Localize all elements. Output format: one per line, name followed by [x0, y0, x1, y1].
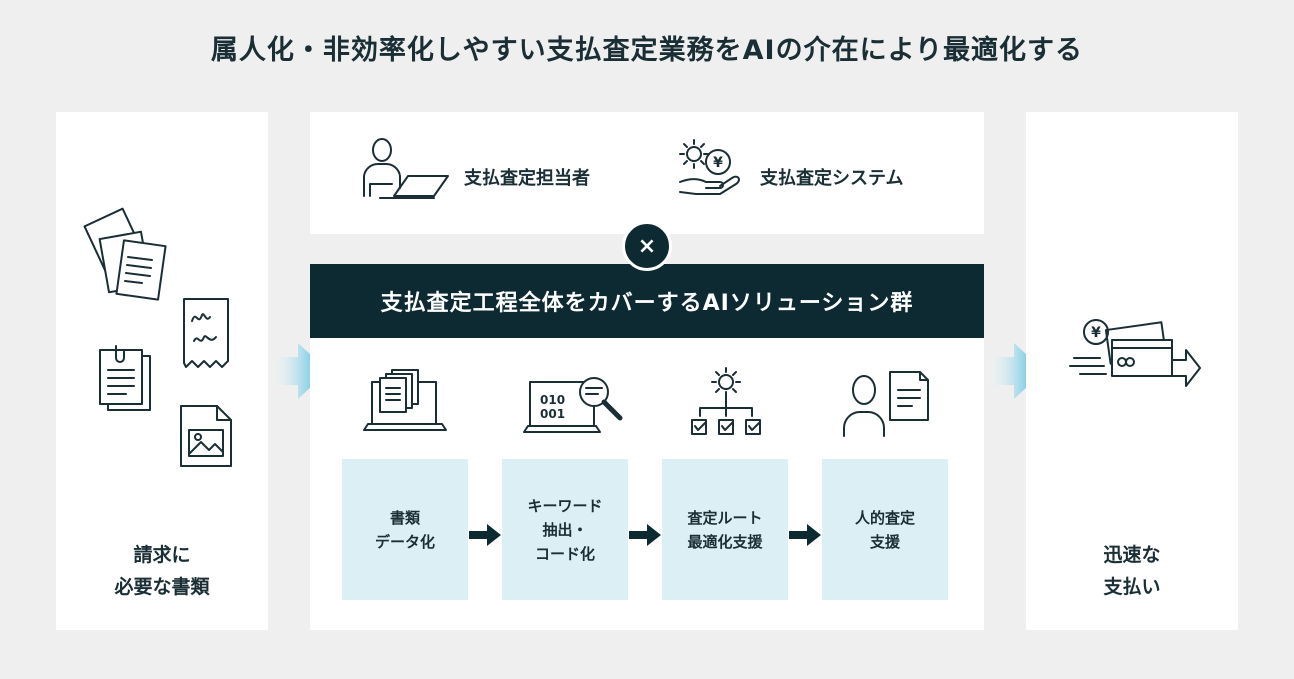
step-document-digitization: 書類 データ化	[342, 459, 468, 600]
step-arrow-1	[469, 524, 501, 546]
combine-symbol: ×	[622, 221, 672, 271]
yen-symbol-role: ¥	[713, 155, 723, 171]
step-human-review-support: 人的査定 支援	[822, 459, 948, 600]
binary-search-laptop-icon: 010 001	[523, 377, 623, 433]
yen-symbol-payment: ¥	[1091, 325, 1101, 341]
step-route-optimization: 査定ルート 最適化支援	[662, 459, 788, 600]
gear-yen-hand-icon: ¥	[679, 139, 740, 195]
binary-line-2: 001	[540, 407, 565, 421]
roles-panel	[310, 112, 984, 234]
role-label-staff: 支払査定担当者	[464, 168, 590, 189]
documents-label: 請求に 必要な書類	[114, 544, 210, 598]
payment-label: 迅速な 支払い	[1103, 544, 1161, 598]
page-title: 属人化・非効率化しやすい支払査定業務をAIの介在により最適化する	[210, 35, 1084, 66]
step-arrow-2	[629, 524, 661, 546]
person-document-icon	[843, 371, 929, 437]
gear-checklist-icon	[691, 367, 761, 435]
step-arrow-3	[789, 524, 821, 546]
documents-panel	[56, 112, 268, 630]
step-keyword-extraction: キーワード 抽出・ コード化	[502, 459, 628, 600]
binary-line-1: 010	[540, 393, 565, 407]
image-file-icon	[180, 405, 232, 467]
clipped-notes-icon	[99, 345, 151, 411]
stacked-documents-icon	[83, 207, 167, 301]
fast-payment-card-icon: ¥	[1069, 319, 1201, 387]
solution-band-title: 支払査定工程全体をカバーするAIソリューション群	[310, 264, 984, 338]
documents-laptop-icon	[363, 369, 447, 431]
role-label-system: 支払査定システム	[760, 168, 904, 189]
person-laptop-icon	[363, 138, 449, 199]
signed-receipt-icon	[183, 298, 229, 368]
